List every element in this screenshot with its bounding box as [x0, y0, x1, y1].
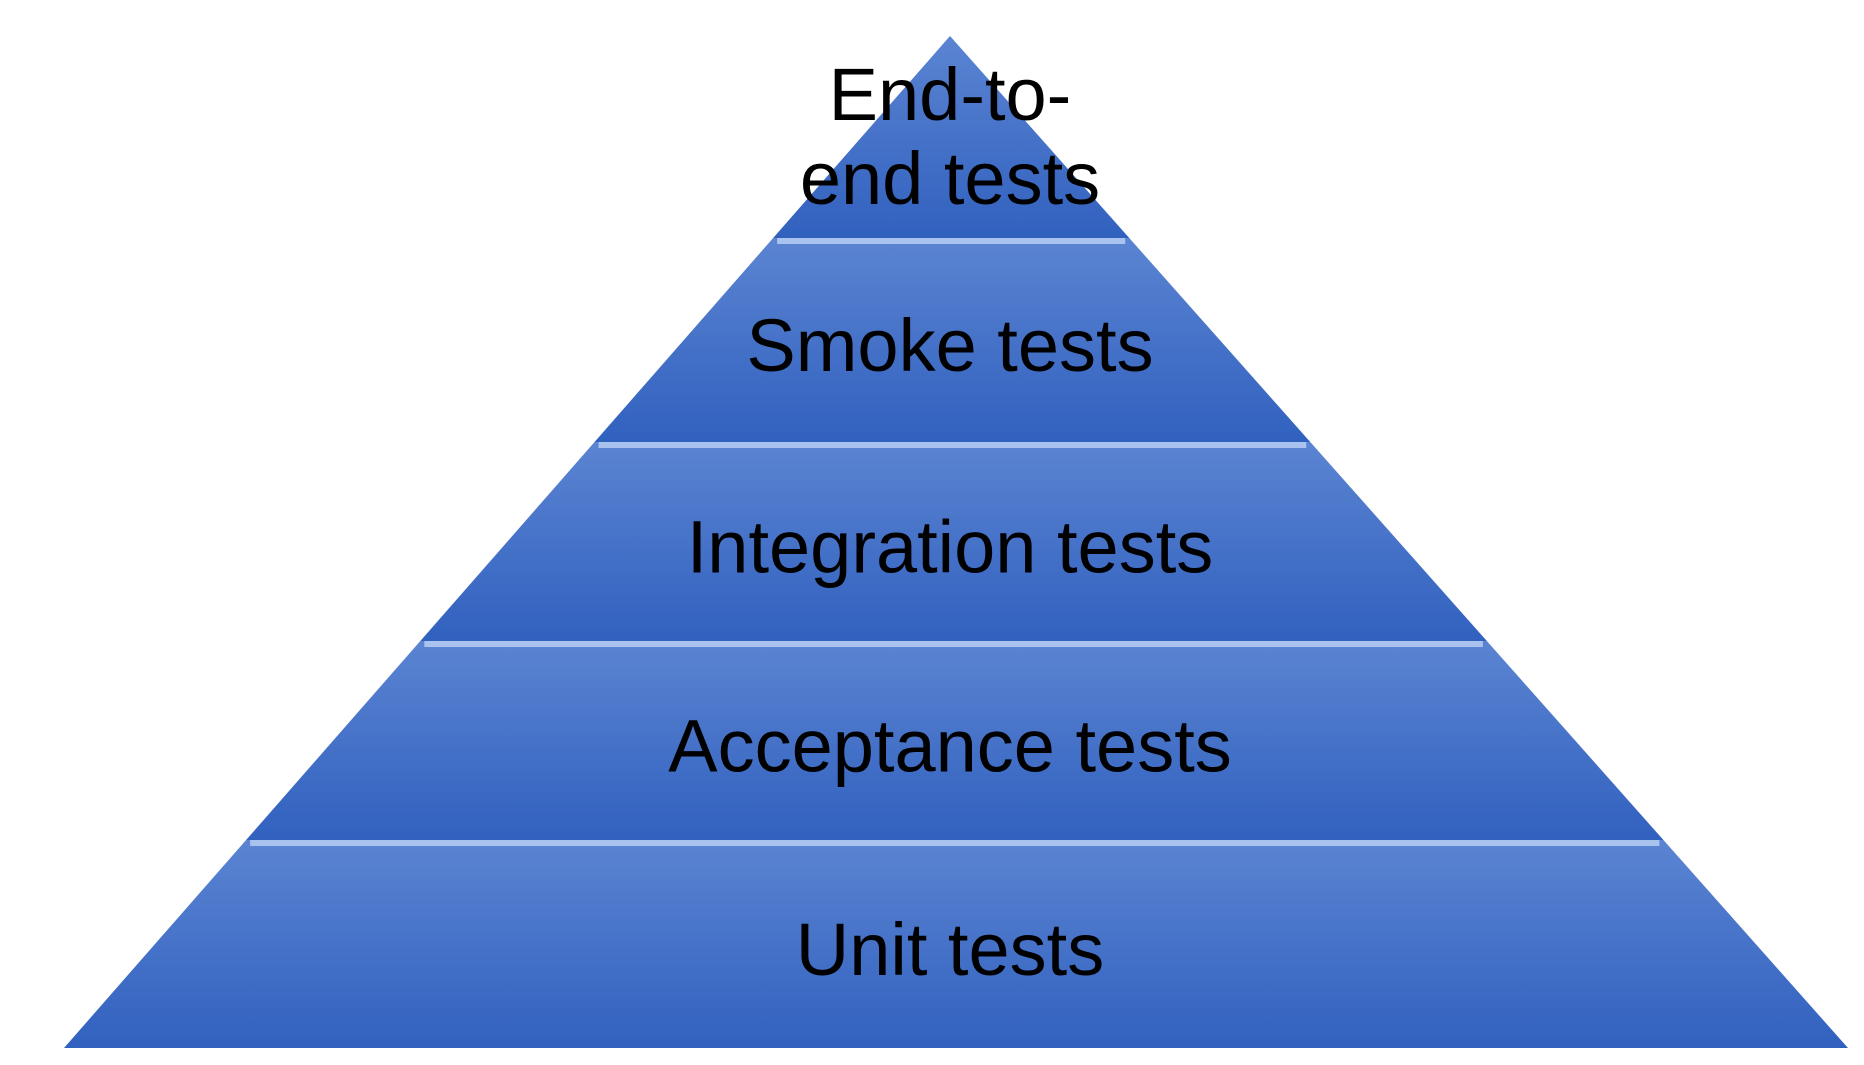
tier-end-to-end [773, 36, 1130, 238]
tier-label-line: Unit tests [796, 908, 1104, 991]
tier-smoke [594, 238, 1311, 442]
pyramid-separators [250, 238, 1660, 846]
tier-label-line: Smoke tests [746, 304, 1153, 387]
tier-label-line: End-to- [829, 53, 1072, 136]
tier-label-end-to-end: End-to-end tests [800, 53, 1100, 220]
tier-integration [420, 442, 1487, 641]
tier-label-line: Acceptance tests [668, 705, 1232, 788]
pyramid-tiers [64, 36, 1848, 1048]
tier-acceptance [246, 641, 1664, 840]
tier-label-line: Integration tests [687, 506, 1214, 589]
tier-label-unit: Unit tests [796, 908, 1104, 991]
tier-label-acceptance: Acceptance tests [668, 705, 1232, 788]
tier-unit [64, 840, 1848, 1048]
tier-label-line: end tests [800, 137, 1100, 220]
tier-label-integration: Integration tests [687, 506, 1214, 589]
tier-label-smoke: Smoke tests [746, 304, 1153, 387]
